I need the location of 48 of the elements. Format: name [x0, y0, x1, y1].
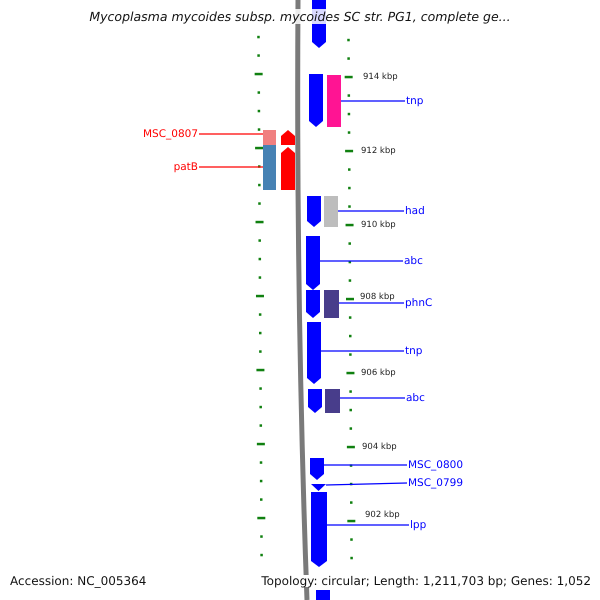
gene-label: lpp: [409, 519, 428, 531]
gene-feature: [281, 130, 295, 145]
feature-box: [316, 590, 330, 600]
feature-box: [327, 75, 341, 127]
scale-label: 914 kbp: [363, 72, 398, 82]
leader-line: [321, 350, 404, 352]
gene-label: MSC_0800: [407, 459, 464, 471]
leader-line: [340, 397, 405, 399]
leader-line: [341, 100, 405, 102]
gene-label: phnC: [404, 297, 434, 309]
map-title: Mycoplasma mycoides subsp. mycoides SC str. PG1, complete ge...: [89, 9, 511, 24]
feature-box: [324, 290, 339, 318]
scale-label: 906 kbp: [361, 368, 396, 378]
info-text: Topology: circular; Length: 1,211,703 bp; Genes: 1,052: [260, 575, 592, 587]
gene-feature: [310, 458, 324, 480]
leader-line: [199, 166, 263, 168]
leader-line: [338, 210, 404, 212]
scale-label: 910 kbp: [361, 220, 396, 230]
gene-feature: [308, 389, 322, 413]
gene-label: had: [404, 205, 426, 217]
scale-label: 904 kbp: [362, 442, 397, 452]
gene-label: tnp: [405, 95, 424, 107]
gene-label: abc: [403, 255, 424, 267]
gene-label: patB: [172, 161, 199, 173]
leader-line: [327, 524, 409, 526]
leader-line: [339, 302, 404, 304]
gene-label: tnp: [404, 345, 424, 357]
info-text: Accession: NC_005364: [9, 575, 148, 587]
gene-feature: [309, 74, 323, 127]
feature-box: [263, 145, 276, 190]
scale-label: 908 kbp: [360, 292, 395, 302]
leader-line: [320, 260, 403, 262]
leader-line: [324, 464, 407, 466]
gene-feature: [307, 322, 321, 384]
gene-feature: [306, 236, 320, 290]
gene-feature: [307, 196, 321, 227]
gene-feature: [281, 147, 295, 190]
scale-label: 902 kbp: [365, 510, 400, 520]
gene-label: abc: [405, 392, 426, 404]
feature-box: [325, 389, 340, 413]
feature-box: [263, 130, 276, 145]
gene-label: MSC_0807: [142, 128, 199, 140]
leader-line: [326, 482, 408, 486]
scale-label: 912 kbp: [361, 146, 396, 156]
leader-line: [199, 133, 263, 135]
gene-feature: [306, 290, 320, 318]
feature-box: [324, 196, 338, 227]
gene-label: MSC_0799: [407, 477, 464, 489]
